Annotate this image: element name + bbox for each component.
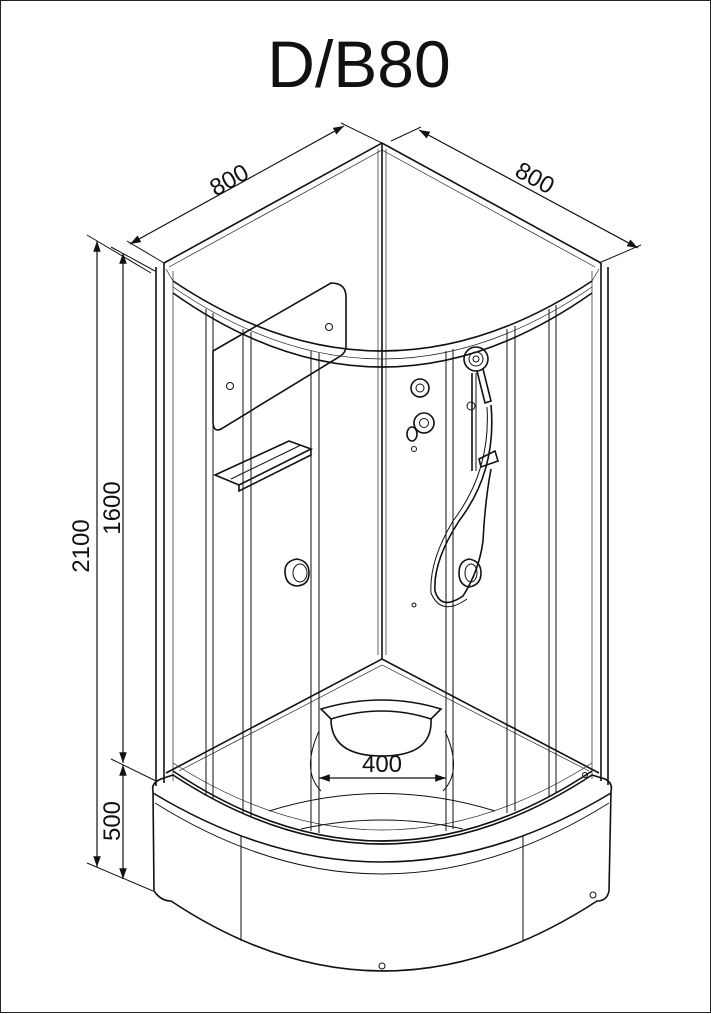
- panel-screw-1: [226, 382, 234, 390]
- dim-label-width-left: 800: [205, 159, 253, 202]
- top-curved-rail-mid: [172, 286, 593, 360]
- panel-screw-2: [325, 323, 333, 331]
- panel-screw-3: [411, 446, 417, 452]
- rear-panel-plate: [212, 282, 347, 431]
- bottom-curved-rail-upper: [172, 762, 593, 831]
- dim-label-1600: 1600: [99, 481, 126, 534]
- control-knob-lower: [413, 412, 435, 434]
- top-curved-rail-lower: [172, 292, 593, 368]
- seat-left-curve: [310, 730, 322, 792]
- drain-cap: [378, 962, 386, 970]
- tray-floor-curve-2: [300, 819, 464, 830]
- tray-top-lip: [151, 774, 613, 845]
- shower-hose-outline: [430, 406, 488, 608]
- ext-line-tray-top: [110, 758, 157, 782]
- control-knob-upper: [410, 378, 430, 398]
- rear-panel-right: [406, 346, 499, 608]
- cabin-frame: [155, 142, 609, 842]
- model-title: D/B80: [267, 27, 450, 101]
- tray-floor-curve: [268, 793, 496, 812]
- tray-foot-cap: [589, 891, 597, 899]
- bottom-curved-rail: [172, 770, 593, 842]
- tray-interior: 400: [268, 699, 496, 830]
- left-handle-knob: [284, 558, 310, 587]
- dim-label-500: 500: [99, 801, 126, 841]
- tray-apron-top-edge: [152, 792, 612, 863]
- height-dimension-group: 2100 1600 500: [68, 234, 157, 892]
- diverter-ring: [406, 426, 418, 442]
- dim-label-400: 400: [362, 751, 402, 778]
- dim-line-width-left: [129, 125, 345, 245]
- ext-line-bottom: [86, 862, 154, 892]
- bottom-rear-edge-inner: [178, 664, 590, 772]
- tray-apron-band: [154, 802, 610, 875]
- panel-screw-4: [411, 602, 417, 608]
- tray-apron-outline: [152, 790, 612, 972]
- dim-label-2100: 2100: [68, 519, 95, 572]
- ext-line-left-b: [340, 122, 383, 144]
- shower-hose: [434, 404, 493, 604]
- shelf-rail: [230, 444, 302, 480]
- ext-line-top-1600: [110, 246, 156, 272]
- base-tray: [151, 772, 613, 972]
- left-handle-face: [292, 563, 308, 583]
- ext-line-left-a: [126, 240, 165, 264]
- hand-shower-handle: [476, 368, 492, 405]
- corner-shelf-edge: [238, 449, 312, 493]
- rear-panel-left: [212, 282, 347, 587]
- top-curved-rail: [172, 280, 593, 352]
- right-handle-face: [464, 563, 478, 583]
- dim-label-width-right: 800: [511, 157, 559, 200]
- control-knob-lower-center: [419, 418, 429, 428]
- hand-shower-center: [472, 355, 480, 363]
- ext-line-right-b: [598, 244, 642, 264]
- seat-right-curve: [442, 730, 454, 792]
- control-knob-upper-center: [415, 383, 425, 393]
- hand-shower-face: [468, 351, 484, 367]
- slide-bar-holder: [466, 401, 476, 411]
- hand-shower-head: [463, 346, 489, 372]
- bottom-rear-edge: [165, 658, 600, 774]
- tray-bolt: [582, 772, 588, 778]
- right-handle-knob: [458, 558, 482, 588]
- dim-line-width-right: [418, 129, 639, 249]
- seat-top: [319, 699, 443, 720]
- seat-front: [330, 718, 432, 757]
- ext-line-right-a: [390, 126, 422, 142]
- top-rail-corners: [165, 268, 600, 282]
